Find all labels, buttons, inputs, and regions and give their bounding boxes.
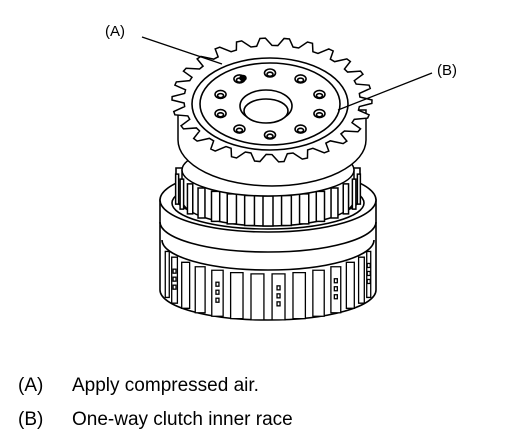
spline-mark: [276, 285, 281, 291]
leader-b: [337, 72, 433, 111]
spline-slot: [292, 271, 307, 320]
drum-band-2: [161, 239, 375, 271]
spline-mark: [366, 278, 371, 285]
callout-label-a: (A): [105, 23, 125, 40]
spline-slot: [194, 266, 206, 314]
spline-slot: [345, 261, 355, 309]
air-port-hole: [239, 74, 247, 82]
drum-band-1: [159, 221, 377, 253]
spline-mark: [172, 284, 177, 290]
callout-leaders: [141, 36, 433, 111]
callout-label-b: (B): [437, 62, 457, 79]
lower-gear-tooth: [351, 178, 357, 210]
spline-slot: [164, 250, 170, 299]
bolt-hole-inner: [315, 111, 324, 118]
spline-mark: [215, 281, 220, 287]
spline-mark: [276, 293, 281, 299]
spline-slot: [357, 256, 365, 304]
bolt-hole-inner: [266, 71, 274, 77]
spline-mark: [276, 301, 281, 307]
legend-text-b: One-way clutch inner race: [72, 409, 293, 430]
lower-gear-tooth: [330, 187, 339, 219]
drum-splines: [164, 250, 372, 321]
lower-gear-tooth: [186, 183, 194, 215]
center-bore-inner: [243, 98, 289, 124]
lower-gear-tooth: [197, 187, 206, 219]
spline-mark: [366, 270, 371, 277]
bolt-hole-inner: [235, 127, 244, 134]
lower-gear-tooth: [298, 193, 310, 225]
lower-gear-tooth: [210, 190, 221, 223]
lower-gear-tooth: [356, 173, 362, 205]
lower-gear-tooth: [315, 190, 326, 223]
lower-gear-tooth: [179, 178, 185, 210]
bolt-hole-inner: [266, 133, 274, 139]
lower-gear-tooth: [226, 193, 238, 225]
legend-text-a: Apply compressed air.: [72, 375, 259, 396]
bolt-hole-inner: [216, 111, 225, 118]
clutch-diagram: [141, 36, 433, 321]
lower-gear-tooth: [174, 173, 180, 205]
spline-mark: [333, 286, 338, 292]
inner-race-face: [191, 57, 349, 151]
spline-slot: [181, 261, 191, 309]
lower-gear-tooth: [262, 195, 274, 227]
lower-gear-tooth: [280, 194, 293, 227]
lower-gear-tooth: [342, 183, 350, 215]
bolt-hole-inner: [296, 127, 305, 134]
spline-mark: [366, 262, 371, 269]
spline-slot: [312, 269, 325, 317]
spline-slot: [229, 271, 244, 320]
oil-holes: [214, 68, 326, 140]
bolt-hole-inner: [296, 77, 305, 83]
bolt-hole-inner: [315, 92, 324, 99]
legend-key-b: (B): [18, 409, 44, 430]
leader-a: [141, 36, 223, 65]
legend-item-a: (A) Apply compressed air.: [18, 374, 498, 398]
spline-mark: [333, 278, 338, 284]
spline-mark: [172, 268, 177, 274]
spline-mark: [333, 294, 338, 300]
spline-mark: [172, 276, 177, 282]
spline-slot: [250, 273, 265, 321]
legend-key-a: (A): [18, 375, 44, 396]
spline-mark: [215, 289, 220, 295]
spline-mark: [215, 297, 220, 303]
lower-gear-tooth: [243, 194, 256, 227]
legend-item-b: (B) One-way clutch inner race: [18, 408, 498, 432]
bolt-hole-inner: [216, 92, 225, 99]
